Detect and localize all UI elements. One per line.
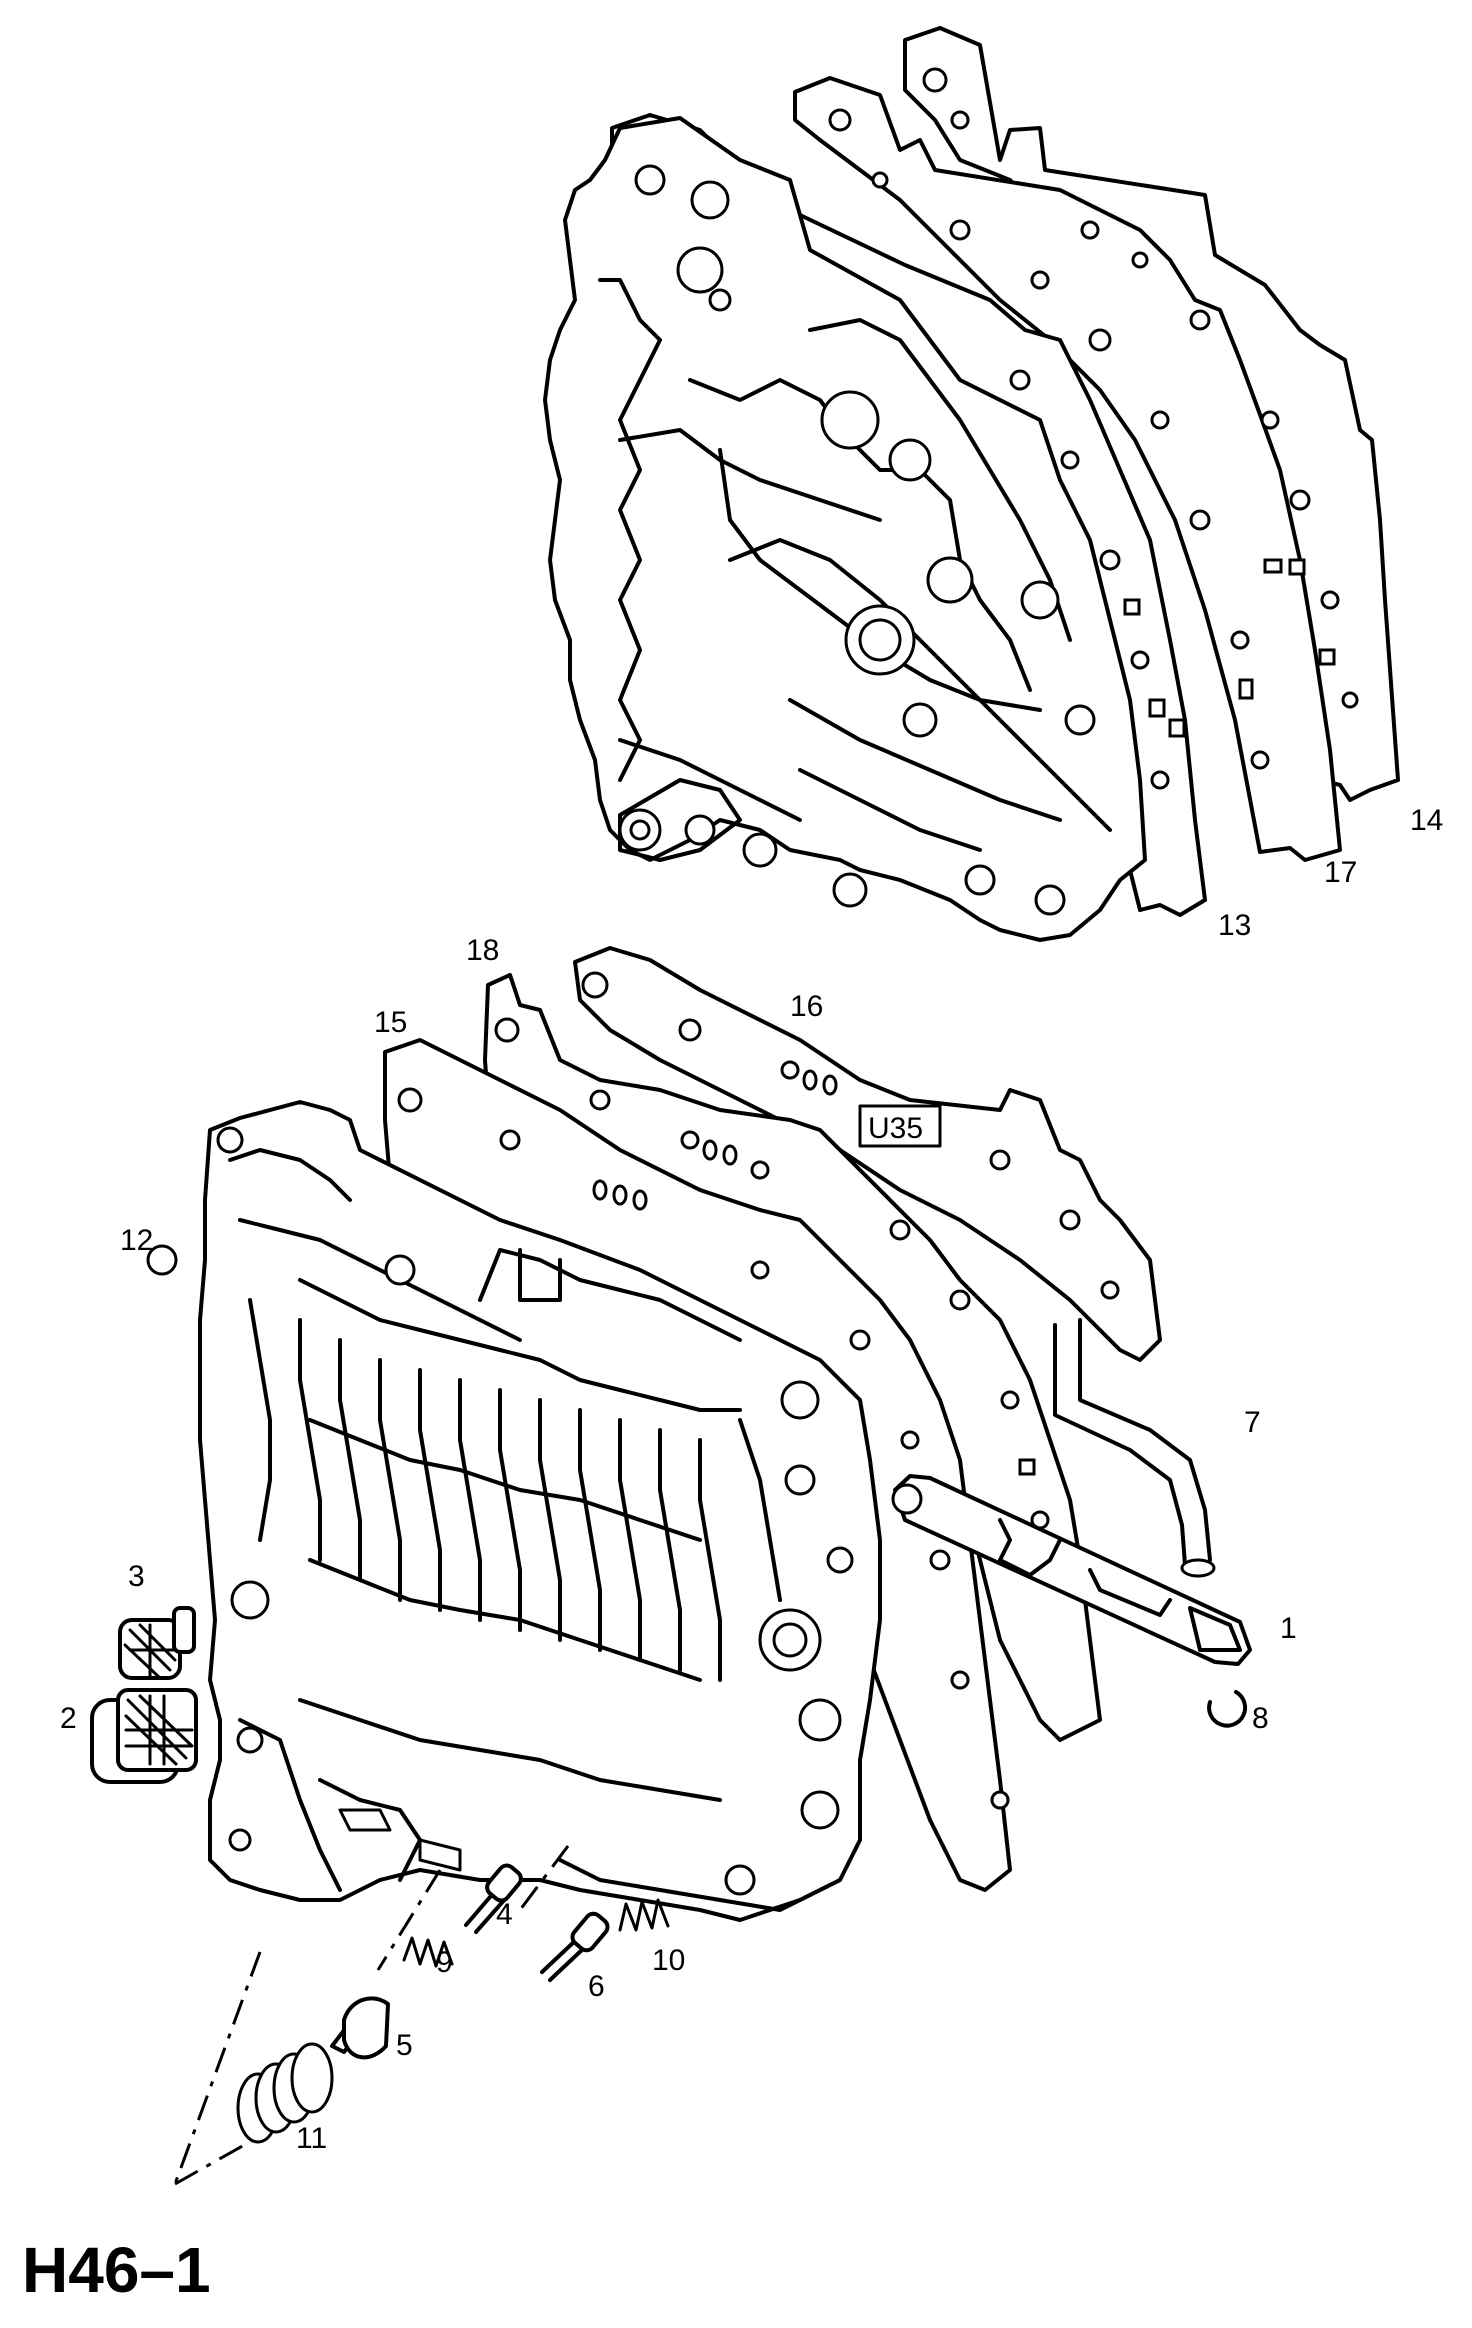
guide-line-mid (518, 1845, 570, 1911)
upper-valve-body (543, 116, 1147, 942)
lower-body-channels (216, 1126, 854, 1912)
callout-4: 4 (496, 1898, 513, 1931)
callout-8: 8 (1252, 1702, 1269, 1735)
plate-marking-u35: U35 (868, 1112, 923, 1145)
circlip-8 (1207, 1690, 1248, 1728)
callout-3: 3 (128, 1560, 145, 1593)
callout-5: 5 (396, 2029, 413, 2062)
callout-16: 16 (790, 990, 823, 1023)
callout-18: 18 (466, 934, 499, 967)
callout-12: 12 (120, 1224, 153, 1257)
callout-7: 7 (1244, 1406, 1261, 1439)
guide-line-right (376, 1869, 442, 1971)
guide-line-left (173, 1951, 262, 2185)
callout-9: 9 (436, 1946, 453, 1979)
spring-10 (618, 1898, 670, 1932)
callout-6: 6 (588, 1970, 605, 2003)
filter-3 (118, 1606, 196, 1680)
o-ring-12 (146, 1244, 178, 1276)
guide-line-bottom (174, 2106, 311, 2186)
callout-14: 14 (1410, 804, 1443, 837)
callout-15: 15 (374, 1006, 407, 1039)
lower-valve-body (198, 1100, 882, 1922)
callout-13: 13 (1218, 909, 1251, 942)
plate-marking-box (858, 1104, 942, 1148)
separator-plate-16 (573, 946, 1162, 1362)
callout-10: 10 (652, 1944, 685, 1977)
figure-id: H46–1 (22, 2234, 211, 2306)
filter-2 (90, 1688, 198, 1784)
upper-body-details (598, 164, 1112, 916)
callout-17: 17 (1324, 856, 1357, 889)
spring-11 (236, 2042, 334, 2144)
callout-1: 1 (1280, 1612, 1297, 1645)
plug-6 (540, 1911, 610, 1982)
valve-5 (330, 1996, 390, 2060)
plug-4 (464, 1863, 523, 1934)
lower-assembly: U35 (90, 946, 1252, 2186)
manual-valve-shaft-1 (891, 1474, 1252, 1666)
spring-9 (402, 1936, 454, 1968)
pipe-7-outer (1053, 1323, 1187, 1567)
callout-11: 11 (296, 2122, 327, 2155)
separator-plate-17 (793, 76, 1342, 862)
lower-plate-holes (397, 971, 1120, 1810)
callout-2: 2 (60, 1702, 77, 1735)
pipe-7-end (1180, 1558, 1216, 1578)
pipe-7 (1078, 1318, 1212, 1562)
upper-assembly (543, 26, 1400, 942)
